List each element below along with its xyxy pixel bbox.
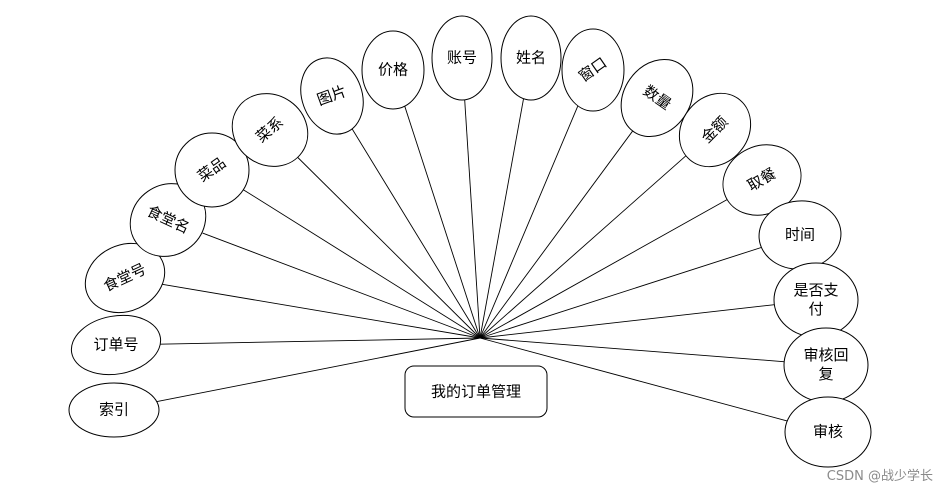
edge-suoyin — [149, 337, 481, 404]
edge-shenhehuifu — [479, 337, 787, 363]
attribute-shenhe[interactable]: 审核 — [784, 396, 872, 468]
edge-jiage — [403, 103, 481, 339]
attribute-shijian[interactable]: 时间 — [756, 198, 844, 273]
attribute-ellipse — [678, 92, 752, 168]
attribute-jine[interactable]: 金额 — [665, 79, 766, 181]
attribute-suoyin[interactable]: 索引 — [68, 382, 160, 438]
attribute-jiage[interactable]: 价格 — [361, 30, 425, 110]
edge-shuliang — [479, 127, 636, 339]
attribute-label: 审核 — [813, 423, 843, 441]
attribute-label: 审核回 — [803, 346, 848, 364]
attribute-ellipse — [561, 28, 625, 112]
attribute-nodes: 索引订单号食堂号食堂名菜品菜系图片价格账号姓名窗口数量金额取餐时间是否支付审核回… — [67, 15, 872, 468]
watermark: CSDN @战少学长 — [826, 469, 933, 484]
attribute-label: 是否支 — [793, 281, 838, 299]
attribute-ellipse — [431, 15, 493, 101]
attribute-shitanghao[interactable]: 食堂号 — [74, 231, 176, 325]
edge-zhanghao — [463, 93, 481, 339]
attribute-ellipse — [361, 30, 425, 110]
attribute-ellipse — [84, 242, 166, 314]
entity-label: 我的订单管理 — [431, 383, 521, 401]
edge-caipin — [243, 189, 481, 339]
connector-lines — [149, 93, 791, 423]
attribute-ellipse — [70, 314, 162, 376]
edge-chuangkou — [479, 103, 580, 339]
attribute-shuliang[interactable]: 数量 — [606, 45, 707, 150]
edge-shifouzhifu — [479, 303, 777, 339]
edge-shenhe — [479, 337, 791, 423]
edge-shijian — [479, 246, 765, 339]
attribute-label: 索引 — [99, 401, 129, 419]
attribute-label: 姓名 — [516, 49, 546, 67]
edge-tupian — [349, 125, 481, 339]
attribute-dingdanhao[interactable]: 订单号 — [67, 309, 166, 382]
edge-xingming — [479, 93, 525, 339]
attribute-ellipse — [231, 93, 309, 167]
attribute-zhanghao[interactable]: 账号 — [431, 15, 493, 101]
edge-qucan — [479, 197, 730, 339]
edge-shitangming — [202, 232, 481, 339]
attribute-caixi[interactable]: 菜系 — [218, 79, 322, 181]
entity-box[interactable]: 我的订单管理 — [404, 365, 548, 418]
edge-shitanghao — [161, 283, 481, 339]
edge-caixi — [295, 155, 481, 339]
attribute-label: 复 — [818, 365, 833, 383]
attribute-ellipse — [500, 15, 562, 101]
attribute-qucan[interactable]: 取餐 — [711, 132, 812, 227]
attribute-shitangming[interactable]: 食堂名 — [116, 169, 220, 271]
attribute-chuangkou[interactable]: 窗口 — [561, 28, 625, 112]
edge-jine — [479, 153, 689, 339]
attribute-ellipse — [300, 57, 364, 135]
attribute-label: 付 — [808, 300, 823, 318]
attribute-tupian[interactable]: 图片 — [290, 49, 373, 143]
attribute-label: 账号 — [447, 49, 477, 67]
attribute-caipin[interactable]: 菜品 — [160, 118, 265, 223]
attribute-ellipse — [68, 382, 160, 438]
edge-dingdanhao — [152, 337, 481, 345]
attribute-ellipse — [784, 396, 872, 468]
attribute-label: 订单号 — [93, 336, 138, 354]
attribute-label: 价格 — [378, 61, 408, 79]
attribute-label: 时间 — [785, 226, 815, 244]
attribute-xingming[interactable]: 姓名 — [500, 15, 562, 101]
